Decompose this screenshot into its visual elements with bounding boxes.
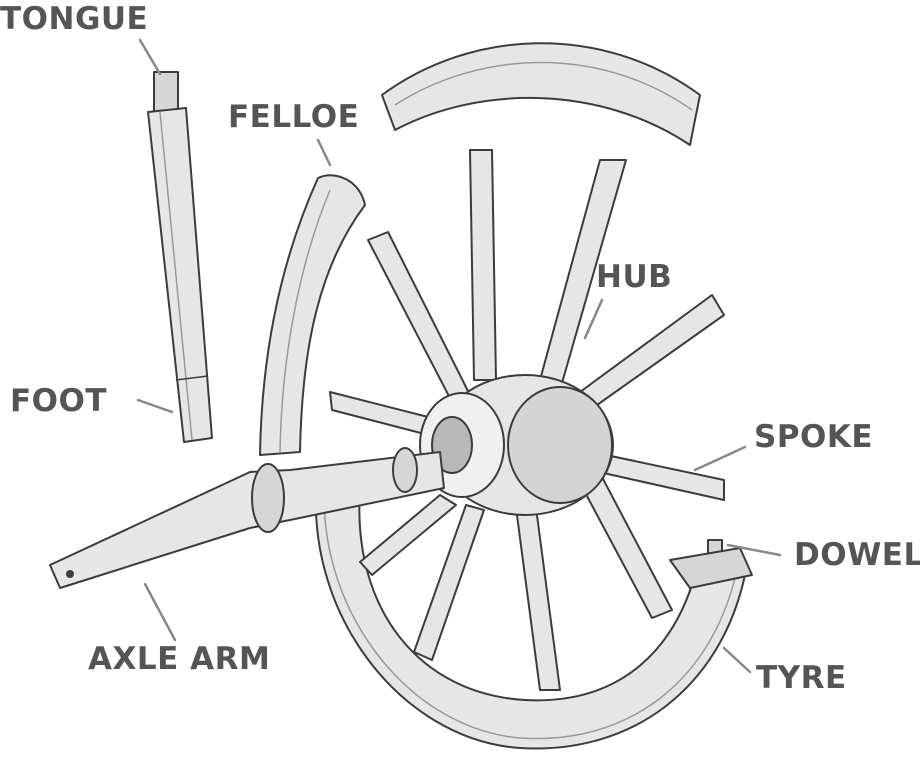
- top-rim-part: [381, 42, 701, 146]
- foot-leader: [136, 398, 174, 414]
- tongue-leader: [138, 38, 162, 76]
- label-hub: HUB: [596, 259, 673, 295]
- felloe-part: [259, 174, 366, 456]
- hub-part: [419, 374, 614, 516]
- spoke-leader: [693, 445, 747, 472]
- axle-arm-part: [49, 447, 445, 589]
- axle-arm-leader: [143, 582, 177, 642]
- label-foot: FOOT: [10, 383, 108, 419]
- label-tongue: TONGUE: [0, 1, 149, 37]
- label-axle-arm: AXLE ARM: [88, 641, 271, 677]
- label-felloe: FELLOE: [228, 99, 360, 135]
- tyre-leader: [722, 646, 752, 674]
- hub-leader: [583, 298, 604, 340]
- label-tyre: TYRE: [756, 660, 847, 696]
- dowel-leader: [726, 543, 782, 557]
- label-dowel: DOWEL: [794, 537, 920, 573]
- dowel-part: [669, 539, 753, 589]
- tongue-part: [147, 71, 213, 443]
- label-spoke: SPOKE: [754, 419, 874, 455]
- felloe-leader: [316, 138, 332, 167]
